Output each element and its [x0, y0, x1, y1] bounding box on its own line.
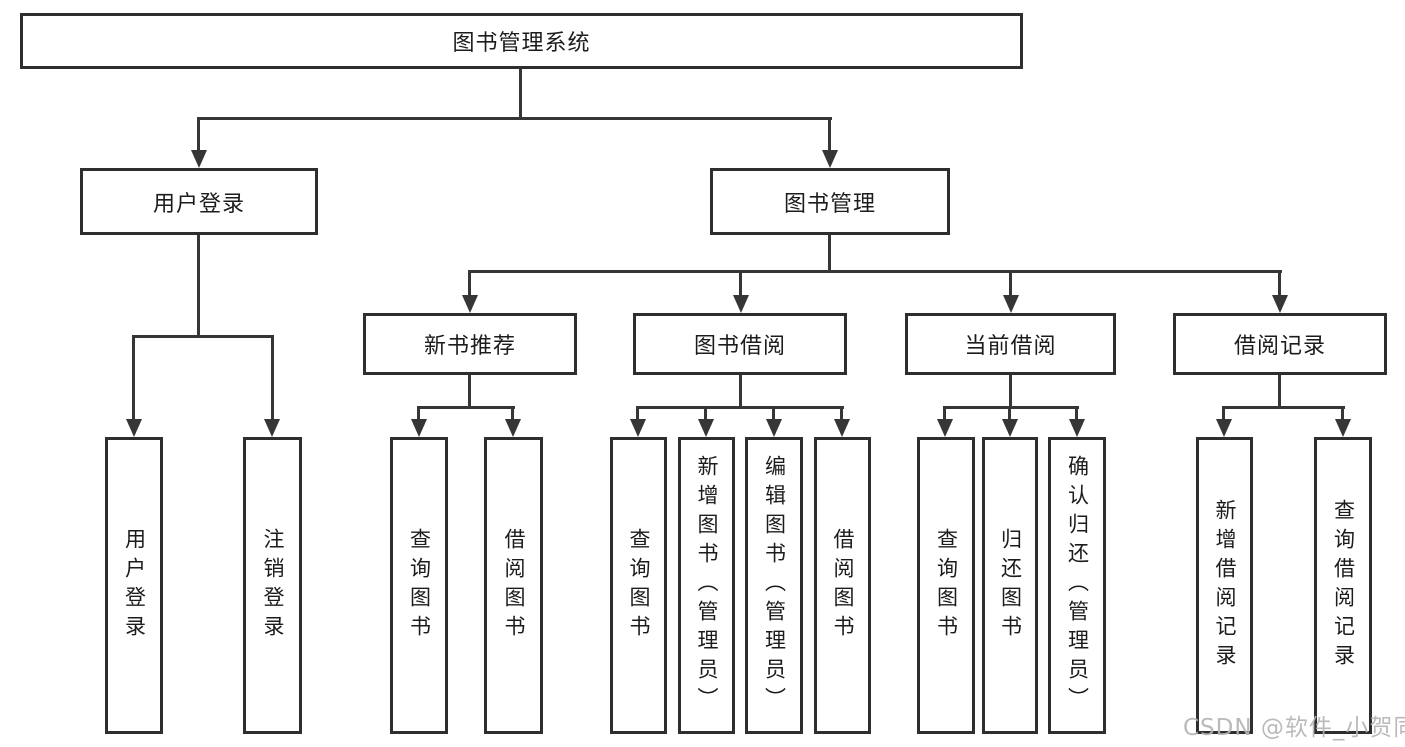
node-new-book-recommend: 新书推荐: [363, 313, 577, 375]
node-label: 归还图书: [998, 527, 1023, 644]
arrowhead-down: [1272, 295, 1288, 313]
connector-line: [1008, 406, 1011, 421]
node-return-book: 归还图书: [982, 437, 1038, 734]
arrowhead-down: [1335, 419, 1351, 437]
connector-line: [943, 406, 946, 421]
node-label: 图书管理系统: [452, 31, 591, 56]
connector-line: [1009, 375, 1012, 409]
connector-line: [470, 270, 1282, 273]
arrowhead-down: [766, 419, 782, 437]
node-label: 注销登录: [261, 527, 285, 644]
arrowhead-down: [1069, 419, 1085, 437]
connector-line: [468, 375, 471, 409]
connector-line: [1009, 270, 1012, 297]
node-query-book-current: 查询图书: [917, 437, 975, 734]
node-label: 查询图书: [934, 527, 959, 644]
node-label: 新增图书（管理员）: [695, 455, 719, 716]
connector-line: [772, 406, 775, 421]
arrowhead-down: [264, 419, 280, 437]
node-edit-book-admin: 编辑图书（管理员）: [745, 437, 803, 734]
arrowhead-down: [1002, 419, 1018, 437]
connector-line: [511, 406, 514, 421]
node-label: 查询图书: [407, 527, 432, 644]
connector-line: [519, 69, 522, 120]
node-query-book-recommend: 查询图书: [390, 437, 448, 734]
node-query-book-borrow: 查询图书: [610, 437, 667, 734]
node-borrow-book: 借阅图书: [814, 437, 871, 734]
connector-line: [197, 117, 200, 152]
node-user-login: 用户登录: [80, 168, 318, 235]
connector-line: [271, 335, 274, 421]
node-confirm-return-admin: 确认归还（管理员）: [1048, 437, 1106, 734]
connector-line: [1222, 406, 1225, 421]
arrowhead-down: [822, 150, 838, 168]
node-borrow-book-recommend: 借阅图书: [484, 437, 543, 734]
connector-line: [419, 406, 515, 409]
node-logout: 注销登录: [243, 437, 302, 734]
arrowhead-down: [733, 295, 749, 313]
arrowhead-down: [505, 419, 521, 437]
node-label: 用户登录: [122, 527, 147, 644]
connector-line: [1341, 406, 1344, 421]
arrowhead-down: [191, 150, 207, 168]
connector-line: [468, 270, 471, 297]
connector-line: [1075, 406, 1078, 421]
node-book-management: 图书管理: [710, 168, 950, 235]
connector-line: [133, 335, 274, 338]
connector-line: [636, 406, 639, 421]
connector-line: [197, 235, 200, 338]
connector-line: [828, 117, 831, 152]
node-label: 当前借阅: [964, 334, 1057, 359]
arrowhead-down: [1216, 419, 1232, 437]
node-add-borrow-record: 新增借阅记录: [1196, 437, 1253, 734]
node-query-borrow-record: 查询借阅记录: [1314, 437, 1372, 734]
connector-line: [1278, 375, 1281, 409]
node-current-borrow: 当前借阅: [905, 313, 1116, 375]
node-label: 借阅图书: [502, 527, 526, 644]
node-label: 编辑图书（管理员）: [762, 455, 787, 716]
connector-line: [840, 406, 843, 421]
arrowhead-down: [126, 419, 142, 437]
node-borrow-records: 借阅记录: [1173, 313, 1387, 375]
arrowhead-down: [411, 419, 427, 437]
arrowhead-down: [937, 419, 953, 437]
node-label: 新书推荐: [423, 334, 516, 359]
connector-line: [739, 270, 742, 297]
arrowhead-down: [462, 295, 478, 313]
connector-line: [828, 235, 831, 273]
node-add-book-admin: 新增图书（管理员）: [678, 437, 735, 734]
arrowhead-down: [630, 419, 646, 437]
connector-line: [704, 406, 707, 421]
connector-line: [132, 335, 135, 421]
connector-line: [1278, 270, 1281, 297]
arrowhead-down: [1003, 295, 1019, 313]
node-label: 新增借阅记录: [1213, 498, 1237, 673]
node-label: 查询借阅记录: [1331, 498, 1356, 673]
connector-line: [1224, 406, 1345, 409]
node-label: 确认归还（管理员）: [1065, 455, 1090, 716]
node-label: 图书借阅: [693, 334, 786, 359]
connector-line: [739, 375, 742, 409]
node-user-login-leaf: 用户登录: [105, 437, 163, 734]
connector-line: [945, 406, 1079, 409]
node-book-borrow: 图书借阅: [633, 313, 847, 375]
connector-line: [417, 406, 420, 421]
connector-line: [198, 117, 832, 120]
node-label: 图书管理: [783, 191, 876, 217]
connector-line: [638, 406, 844, 409]
node-label: 借阅记录: [1233, 334, 1326, 359]
node-library-system: 图书管理系统: [20, 13, 1023, 69]
node-label: 用户登录: [152, 191, 245, 217]
node-label: 借阅图书: [831, 527, 855, 644]
watermark-text: CSDN @软件_小贺同学: [1183, 715, 1405, 741]
arrowhead-down: [698, 419, 714, 437]
node-label: 查询图书: [627, 527, 651, 644]
arrowhead-down: [834, 419, 850, 437]
